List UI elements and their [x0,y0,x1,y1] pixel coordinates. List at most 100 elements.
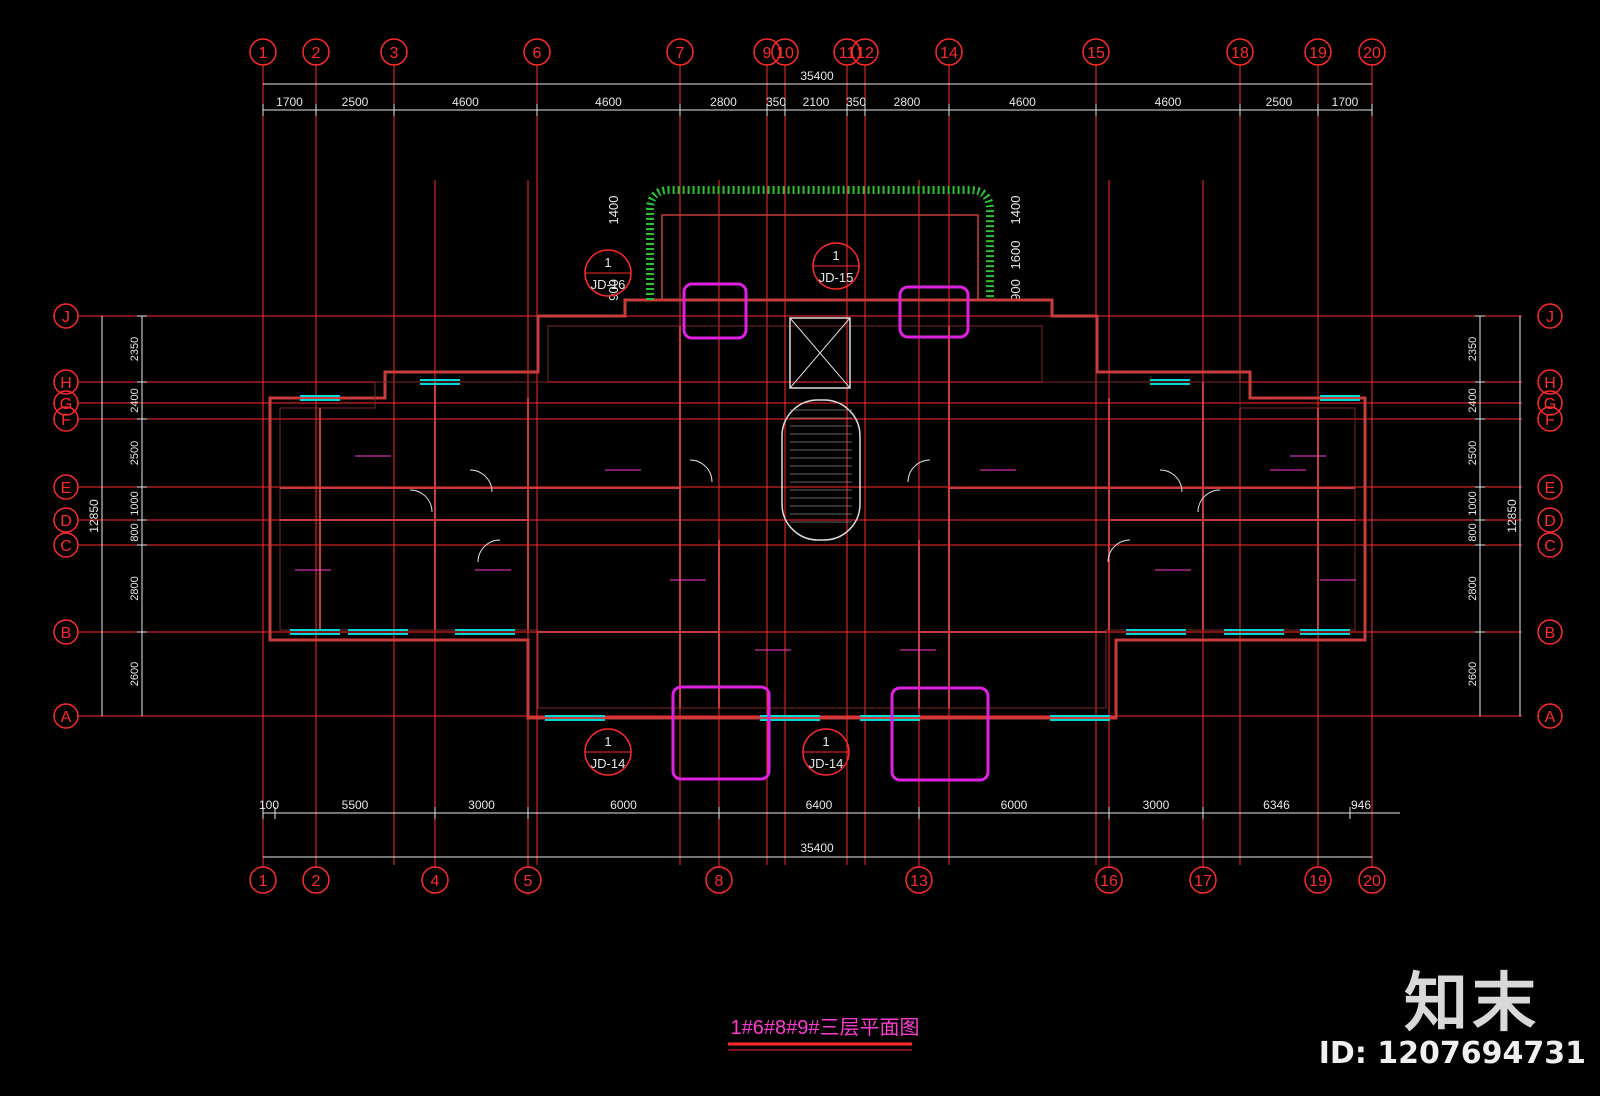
axis-bubble [53,369,79,395]
highlight-box [682,282,748,340]
highlight-box [890,686,990,782]
dim-total-bottom: 35400 [800,841,834,855]
axis-label-bottom: 5 [524,873,533,890]
axis-bubble [249,38,277,66]
axis-bubble [1537,619,1563,645]
axis-bubble [1537,303,1563,329]
axis-label-row: D [1544,513,1556,530]
detail-number: 1 [604,734,611,749]
door-swing [689,459,713,483]
door-swing [1107,539,1131,563]
axis-label-bottom: 4 [431,873,440,890]
axis-label-top: 3 [390,45,399,62]
detail-number: 1 [822,734,829,749]
exterior-wall [268,298,1367,720]
stair-core [781,399,861,541]
door-swing [469,469,493,493]
axis-label-bottom: 2 [312,873,321,890]
watermark-id: ID: 1207694731 [1318,1036,1586,1071]
axis-bubble [753,38,781,66]
axis-bubble [1537,532,1563,558]
dim-balcony: 1600 [1008,241,1023,270]
dim-side: 1000 [1467,491,1479,515]
axis-label-top: 12 [856,45,874,62]
axis-bubble [1304,38,1332,66]
dim-bottom: 946 [1351,798,1371,812]
dim-side: 1000 [129,491,141,515]
door-swing [1197,489,1221,513]
axis-bubble [1537,406,1563,432]
axis-bubble [514,866,542,894]
axis-label-row: A [1545,709,1556,726]
axis-label-row: H [1544,375,1556,392]
dim-top: 350 [846,95,866,109]
axis-label-top: 14 [940,45,958,62]
axis-label-row: G [60,396,72,413]
dim-top: 2100 [803,95,830,109]
axis-bubble [1189,866,1217,894]
watermark-logo: 知末 [1404,967,1540,1041]
drawing-title: 1#6#8#9#三层平面图 [731,1017,920,1039]
axis-label-row: C [1544,538,1556,555]
axis-label-top: 20 [1363,45,1381,62]
axis-label-top: 15 [1087,45,1105,62]
axis-bubble [302,38,330,66]
axis-bubble [1537,507,1563,533]
highlight-box [898,285,970,339]
dim-bottom: 6000 [1001,798,1028,812]
balcony-rail [661,214,979,300]
axis-label-top: 10 [776,45,794,62]
axis-bubble [705,866,733,894]
axis-label-bottom: 1 [259,873,268,890]
detail-ref: JD-16 [591,277,626,292]
dim-top: 4600 [595,95,622,109]
axis-bubble [53,474,79,500]
axis-bubble [53,406,79,432]
detail-ref: JD-15 [819,270,854,285]
axis-label-row: J [62,309,70,326]
axis-bubble [1082,38,1110,66]
dim-bottom: 5500 [342,798,369,812]
axis-label-row: F [61,412,71,429]
dim-bottom: 100 [259,798,279,812]
detail-number: 1 [832,248,839,263]
axis-bubble [421,866,449,894]
interior-wall-line [279,325,1356,709]
axis-bubble [666,38,694,66]
axis-bubble [249,866,277,894]
dim-top: 2500 [1266,95,1293,109]
highlight-box [671,685,771,781]
dim-side: 2800 [1467,576,1479,600]
axis-bubble [380,38,408,66]
dim-top: 1700 [276,95,303,109]
axis-label-bottom: 17 [1194,873,1212,890]
axis-label-row: F [1545,412,1555,429]
axis-label-row: E [1545,480,1556,497]
axis-label-top: 18 [1231,45,1249,62]
dim-top: 2800 [710,95,737,109]
axis-bubble [1358,866,1386,894]
axis-label-top: 1 [259,45,268,62]
axis-bubble [771,38,799,66]
axis-bubble [523,38,551,66]
dim-total-side: 12850 [87,499,101,533]
axis-bubble [1226,38,1254,66]
axis-label-row: C [60,538,72,555]
axis-bubble [53,532,79,558]
axis-label-row: B [61,625,72,642]
axis-label-top: 2 [312,45,321,62]
axis-bubble [53,619,79,645]
dim-top: 4600 [452,95,479,109]
axis-bubble [1095,866,1123,894]
dim-side: 2400 [129,388,141,412]
dim-side: 2500 [1467,441,1479,465]
axis-label-row: H [60,375,72,392]
dim-side: 2400 [1467,388,1479,412]
dim-top: 1700 [1332,95,1359,109]
axis-bubble [1537,369,1563,395]
axis-label-top: 19 [1309,45,1327,62]
dim-side: 2500 [129,441,141,465]
axis-bubble [1537,703,1563,729]
